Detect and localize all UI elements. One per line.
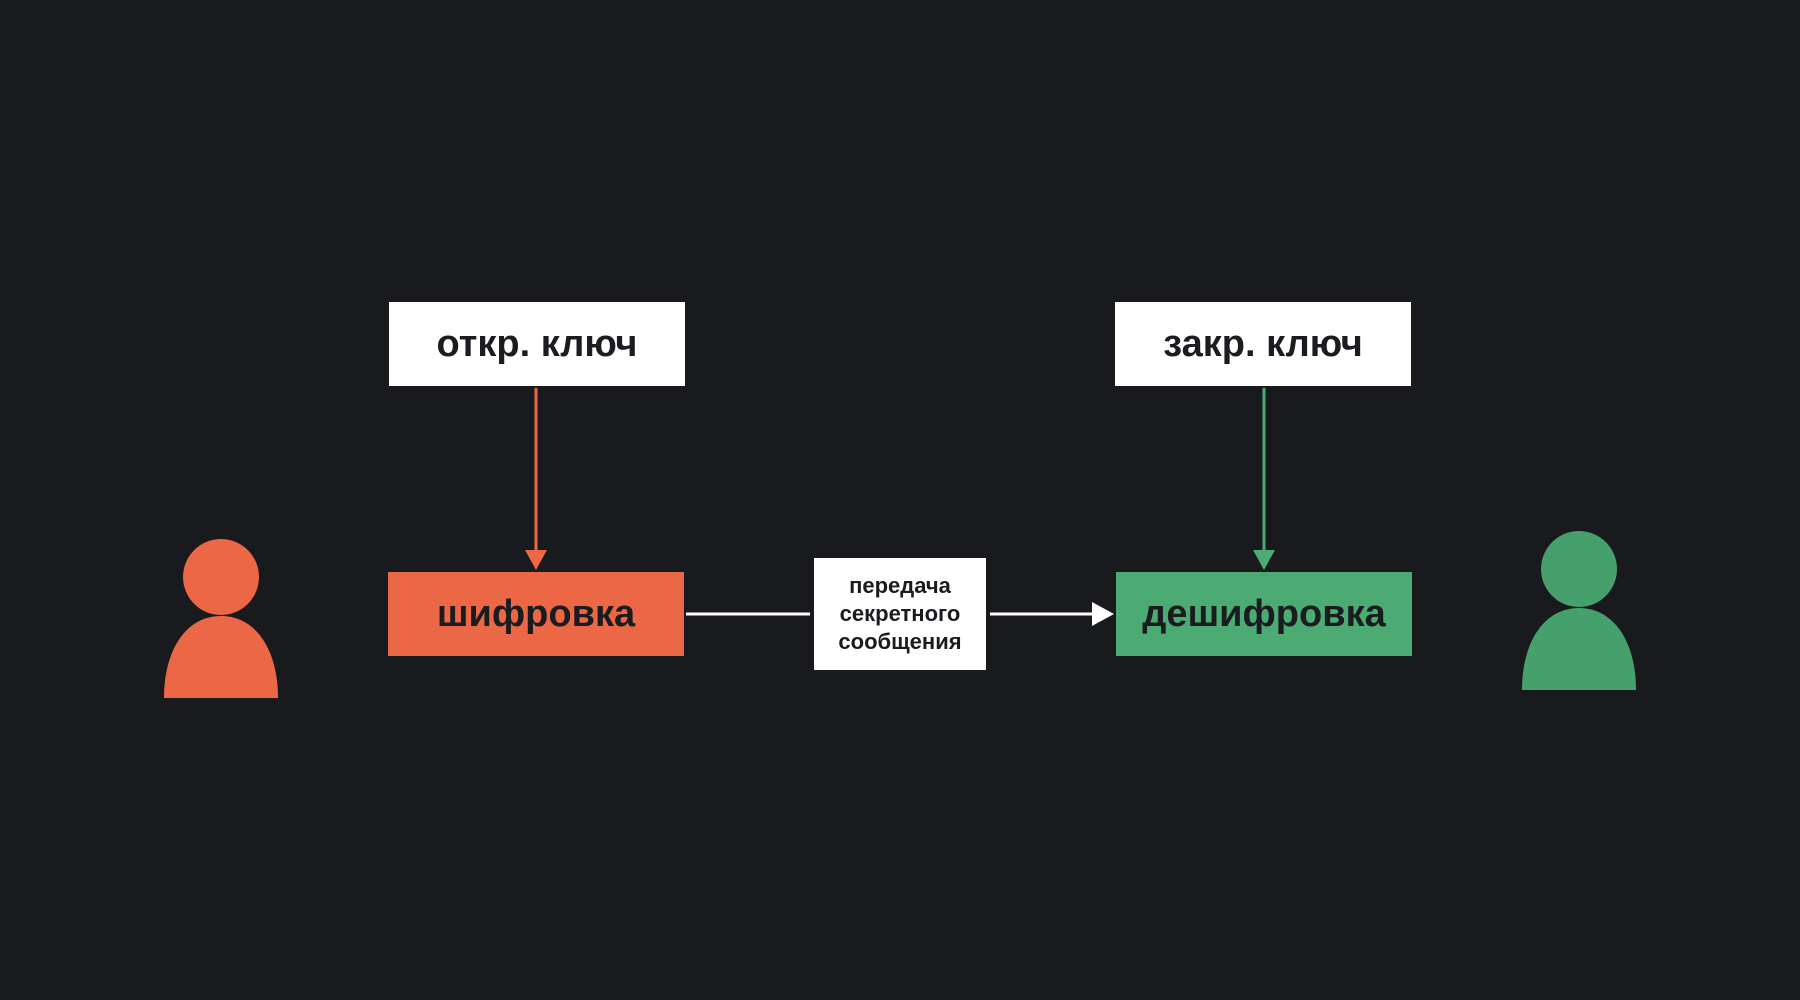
- private-key-arrow: [1253, 388, 1275, 570]
- sender-person-icon: [164, 539, 278, 698]
- decryption-box: дешифровка: [1116, 572, 1412, 656]
- encryption-box: шифровка: [388, 572, 684, 656]
- encryption-label: шифровка: [436, 592, 636, 635]
- public-key-box: откр. ключ: [389, 302, 685, 386]
- message-line-1: передача: [849, 573, 951, 598]
- public-key-label: откр. ключ: [436, 322, 638, 365]
- public-key-arrow: [525, 388, 547, 570]
- private-key-box: закр. ключ: [1115, 302, 1411, 386]
- message-line-2: секретного: [839, 601, 961, 626]
- private-key-label: закр. ключ: [1163, 322, 1363, 365]
- message-arrow-right: [990, 602, 1114, 626]
- receiver-person-icon: [1522, 531, 1636, 690]
- decryption-label: дешифровка: [1142, 592, 1386, 635]
- message-box: передача секретного сообщения: [814, 558, 986, 670]
- message-line-3: сообщения: [838, 629, 962, 654]
